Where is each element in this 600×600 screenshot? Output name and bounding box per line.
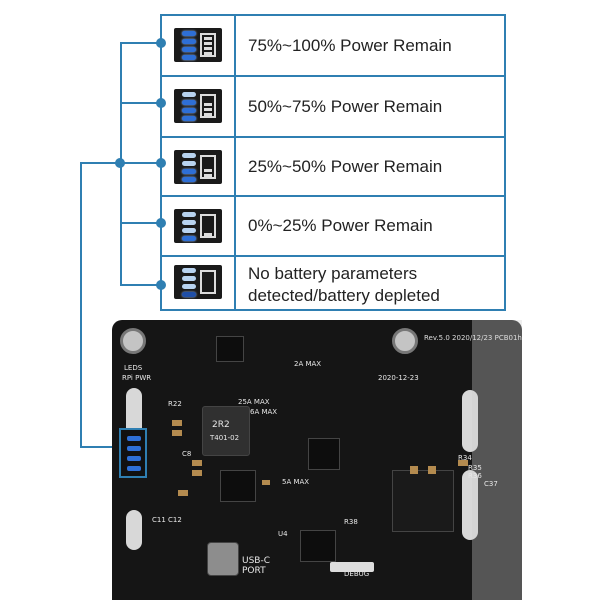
led-cell <box>162 16 236 75</box>
current-label: 5A MAX <box>282 478 310 486</box>
mounting-slot <box>462 470 478 540</box>
connector-vertical <box>80 162 82 448</box>
current-label: 2A MAX <box>294 360 322 368</box>
mounting-hole <box>120 328 146 354</box>
inductor-code: T401-02 <box>210 434 240 442</box>
component-label: C11 <box>152 516 166 524</box>
led-cell <box>162 257 236 309</box>
connector-branch <box>120 102 162 104</box>
component-label: R34 <box>458 454 472 462</box>
legend-row-75-100: 75%~100% Power Remain <box>162 16 504 75</box>
rpi-pwr-label: RPi PWR <box>122 374 152 382</box>
legend-label: 75%~100% Power Remain <box>248 36 452 55</box>
ic-chip <box>220 470 256 502</box>
side-edge <box>472 320 522 600</box>
debug-header <box>330 562 374 572</box>
connector-node <box>156 98 166 108</box>
current-label: 25A MAX <box>238 398 270 406</box>
connector-node <box>156 38 166 48</box>
connector-node <box>115 158 125 168</box>
component-label: C8 <box>182 450 192 458</box>
led-cell <box>162 138 236 195</box>
led-indicator-image <box>174 150 222 184</box>
battery-level-legend: 75%~100% Power Remain 50%~75% Power Rema… <box>160 14 506 311</box>
leds-label: LEDS <box>124 364 143 372</box>
legend-label-line2: detected/battery depleted <box>248 286 440 305</box>
legend-label: 0%~25% Power Remain <box>248 216 433 235</box>
port-label: PORT <box>242 566 266 576</box>
pcb-led-indicators <box>119 428 147 478</box>
component-label: R38 <box>344 518 358 526</box>
mounting-slot <box>462 390 478 452</box>
date-label: 2020-12-23 <box>378 374 419 382</box>
mounting-slot <box>126 510 142 550</box>
led-indicator-image <box>174 28 222 62</box>
connector-node <box>156 158 166 168</box>
component-label: U4 <box>278 530 288 538</box>
inductor <box>202 406 250 456</box>
mounting-hole <box>392 328 418 354</box>
battery-icon <box>200 94 216 118</box>
connector-branch <box>120 222 162 224</box>
current-label: 6A MAX <box>250 408 278 416</box>
ic-chip <box>308 438 340 470</box>
legend-row-0-25: 0%~25% Power Remain <box>162 195 504 255</box>
debug-label: DEBUG <box>344 570 370 578</box>
legend-row-no-battery: No battery parameters detected/battery d… <box>162 255 504 309</box>
led-indicator-image <box>174 265 222 299</box>
led-indicator-image <box>174 209 222 243</box>
component-label: R36 <box>468 472 482 480</box>
led-cell <box>162 197 236 255</box>
legend-label-line1: No battery parameters <box>248 264 418 283</box>
usb-c-port <box>207 542 239 576</box>
ic-chip <box>300 530 336 562</box>
battery-icon <box>200 33 216 57</box>
usbc-label: USB-C <box>242 556 271 566</box>
component-label: R22 <box>168 400 182 408</box>
connector-branch <box>80 446 120 448</box>
connector-node <box>156 280 166 290</box>
battery-icon <box>200 214 216 238</box>
battery-icon <box>200 270 216 294</box>
legend-row-25-50: 25%~50% Power Remain <box>162 136 504 195</box>
processor-chip <box>392 470 454 532</box>
connector-branch <box>120 42 162 44</box>
component-label: C12 <box>168 516 182 524</box>
legend-label: 50%~75% Power Remain <box>248 97 443 116</box>
connector-branch <box>80 162 120 164</box>
inductor-label: 2R2 <box>212 420 230 430</box>
battery-icon <box>200 155 216 179</box>
connector-node <box>156 218 166 228</box>
connector-branch <box>120 284 162 286</box>
legend-label: 25%~50% Power Remain <box>248 157 443 176</box>
component-label: R35 <box>468 464 482 472</box>
pcb-board: 2R2 T401-02 Rev.5.0 2020/12/23 PCB01h 20… <box>112 320 522 600</box>
revision-label: Rev.5.0 2020/12/23 PCB01h <box>424 334 522 342</box>
led-cell <box>162 77 236 136</box>
legend-row-50-75: 50%~75% Power Remain <box>162 75 504 136</box>
component-label: C37 <box>484 480 498 488</box>
ic-chip <box>216 336 244 362</box>
connector-branch <box>120 162 162 164</box>
led-indicator-image <box>174 89 222 123</box>
